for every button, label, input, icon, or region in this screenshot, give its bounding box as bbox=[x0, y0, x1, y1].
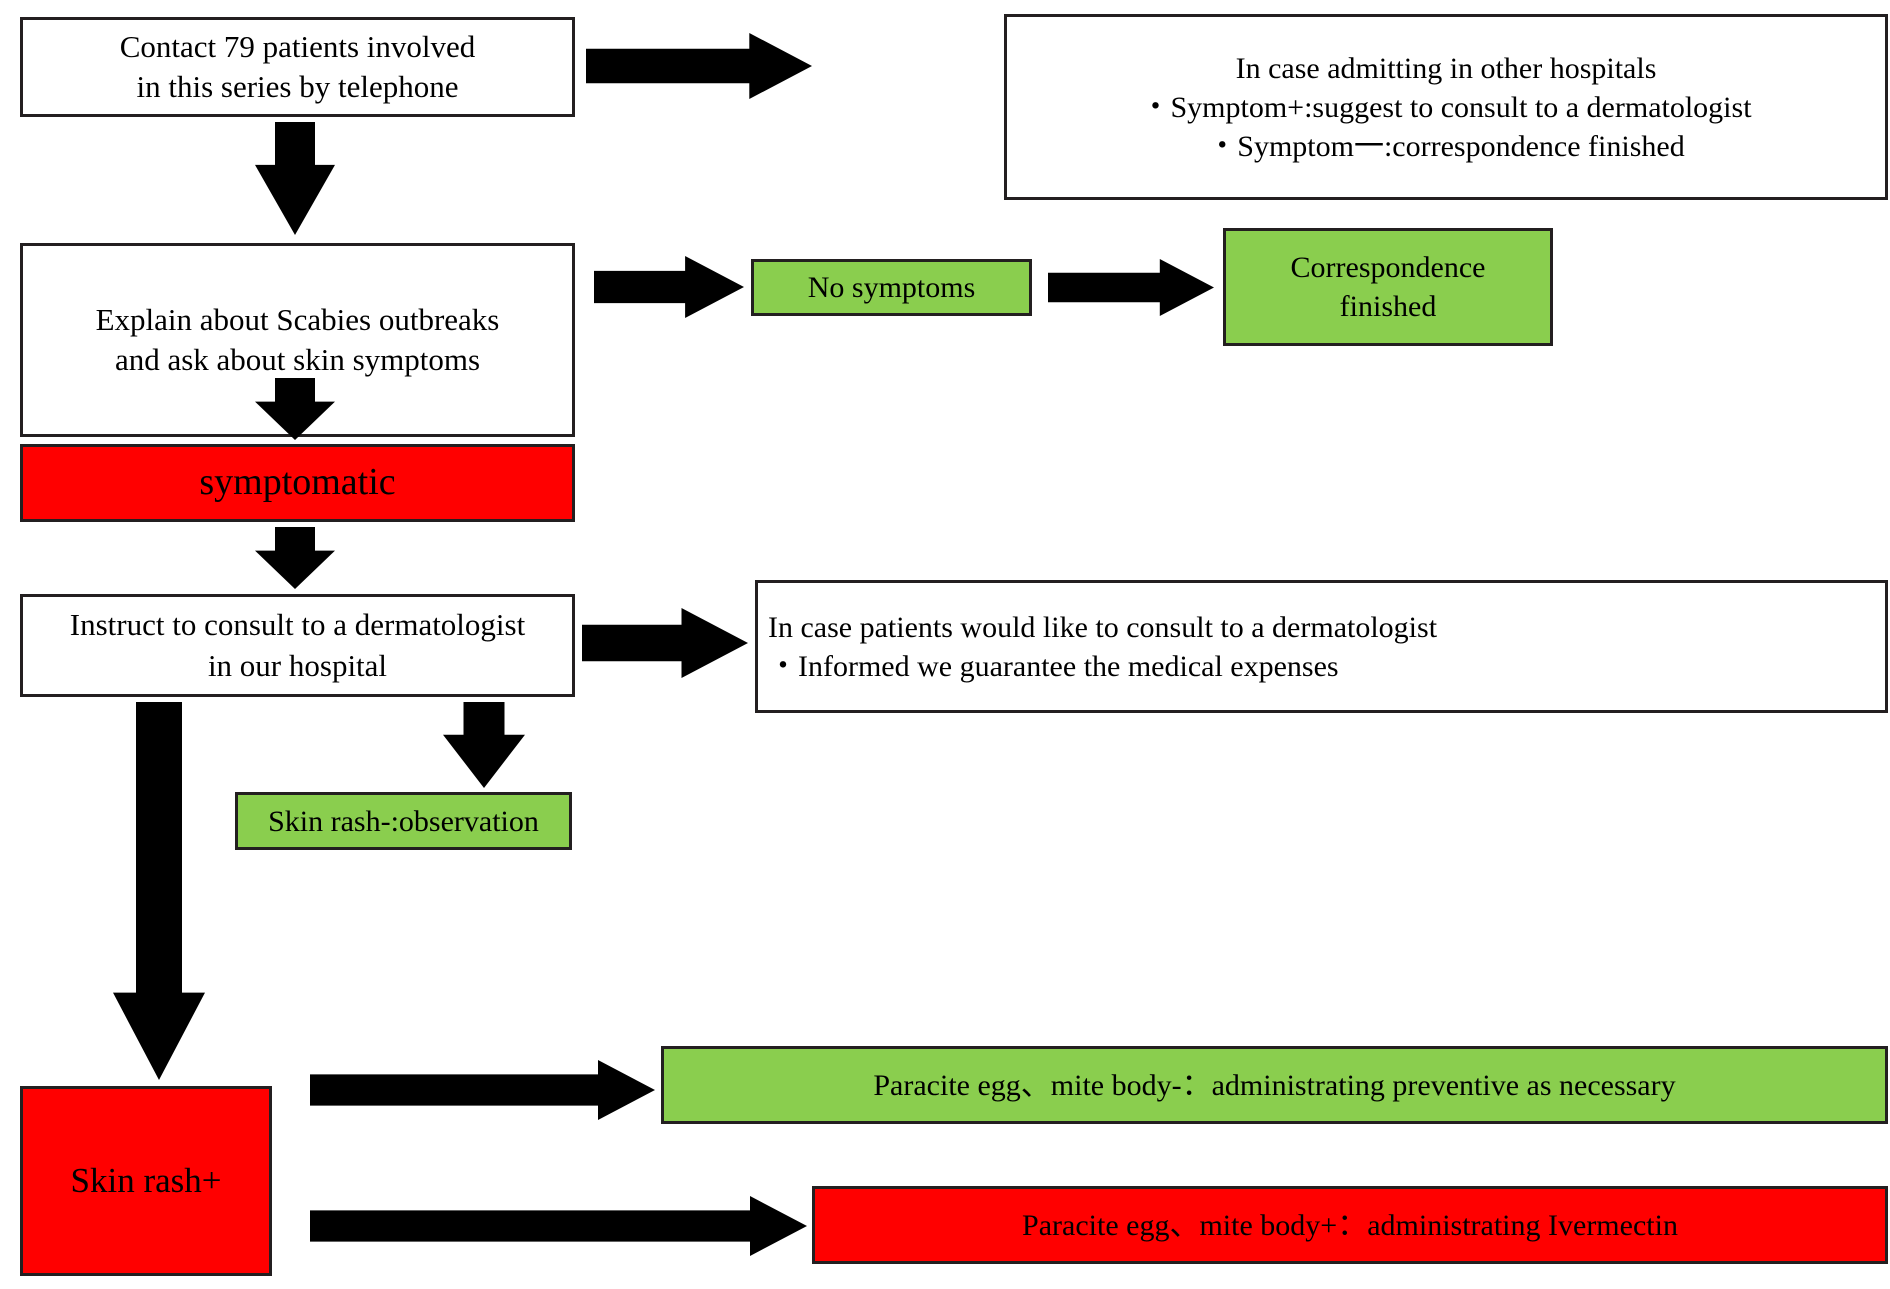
arrow-contact-to-other-hospitals bbox=[586, 33, 812, 99]
arrow-skin-rash-to-parasite-negative bbox=[310, 1060, 655, 1120]
arrow-explain-to-no-symptoms bbox=[594, 256, 744, 318]
arrow-instruct-to-skin-rash-negative bbox=[443, 702, 525, 788]
explain-scabies-box: Explain about Scabies outbreaks and ask … bbox=[20, 243, 575, 437]
instruct-dermatologist-box: Instruct to consult to a dermatologist i… bbox=[20, 594, 575, 697]
parasite-positive-box: Paracite egg、mite body+：administrating I… bbox=[812, 1186, 1888, 1264]
symptomatic-box: symptomatic bbox=[20, 444, 575, 522]
contact-patients-box: Contact 79 patients involved in this ser… bbox=[20, 17, 575, 117]
arrow-instruct-to-guarantee bbox=[582, 608, 748, 678]
arrow-contact-to-explain bbox=[255, 122, 335, 235]
guarantee-expenses-box: In case patients would like to consult t… bbox=[755, 580, 1888, 713]
arrow-skin-rash-to-parasite-positive bbox=[310, 1196, 807, 1256]
skin-rash-positive-box: Skin rash+ bbox=[20, 1086, 272, 1276]
other-hospitals-box: In case admitting in other hospitals ・Sy… bbox=[1004, 14, 1888, 200]
arrow-explain-to-symptomatic bbox=[255, 378, 335, 440]
correspondence-finished-box: Correspondence finished bbox=[1223, 228, 1553, 346]
arrow-no-symptoms-to-correspondence bbox=[1048, 259, 1214, 316]
skin-rash-negative-box: Skin rash-:observation bbox=[235, 792, 572, 850]
arrow-symptomatic-to-instruct bbox=[255, 527, 335, 589]
arrow-instruct-to-skin-rash-positive bbox=[113, 702, 205, 1080]
no-symptoms-box: No symptoms bbox=[751, 259, 1032, 316]
parasite-negative-box: Paracite egg、mite body-：administrating p… bbox=[661, 1046, 1888, 1124]
